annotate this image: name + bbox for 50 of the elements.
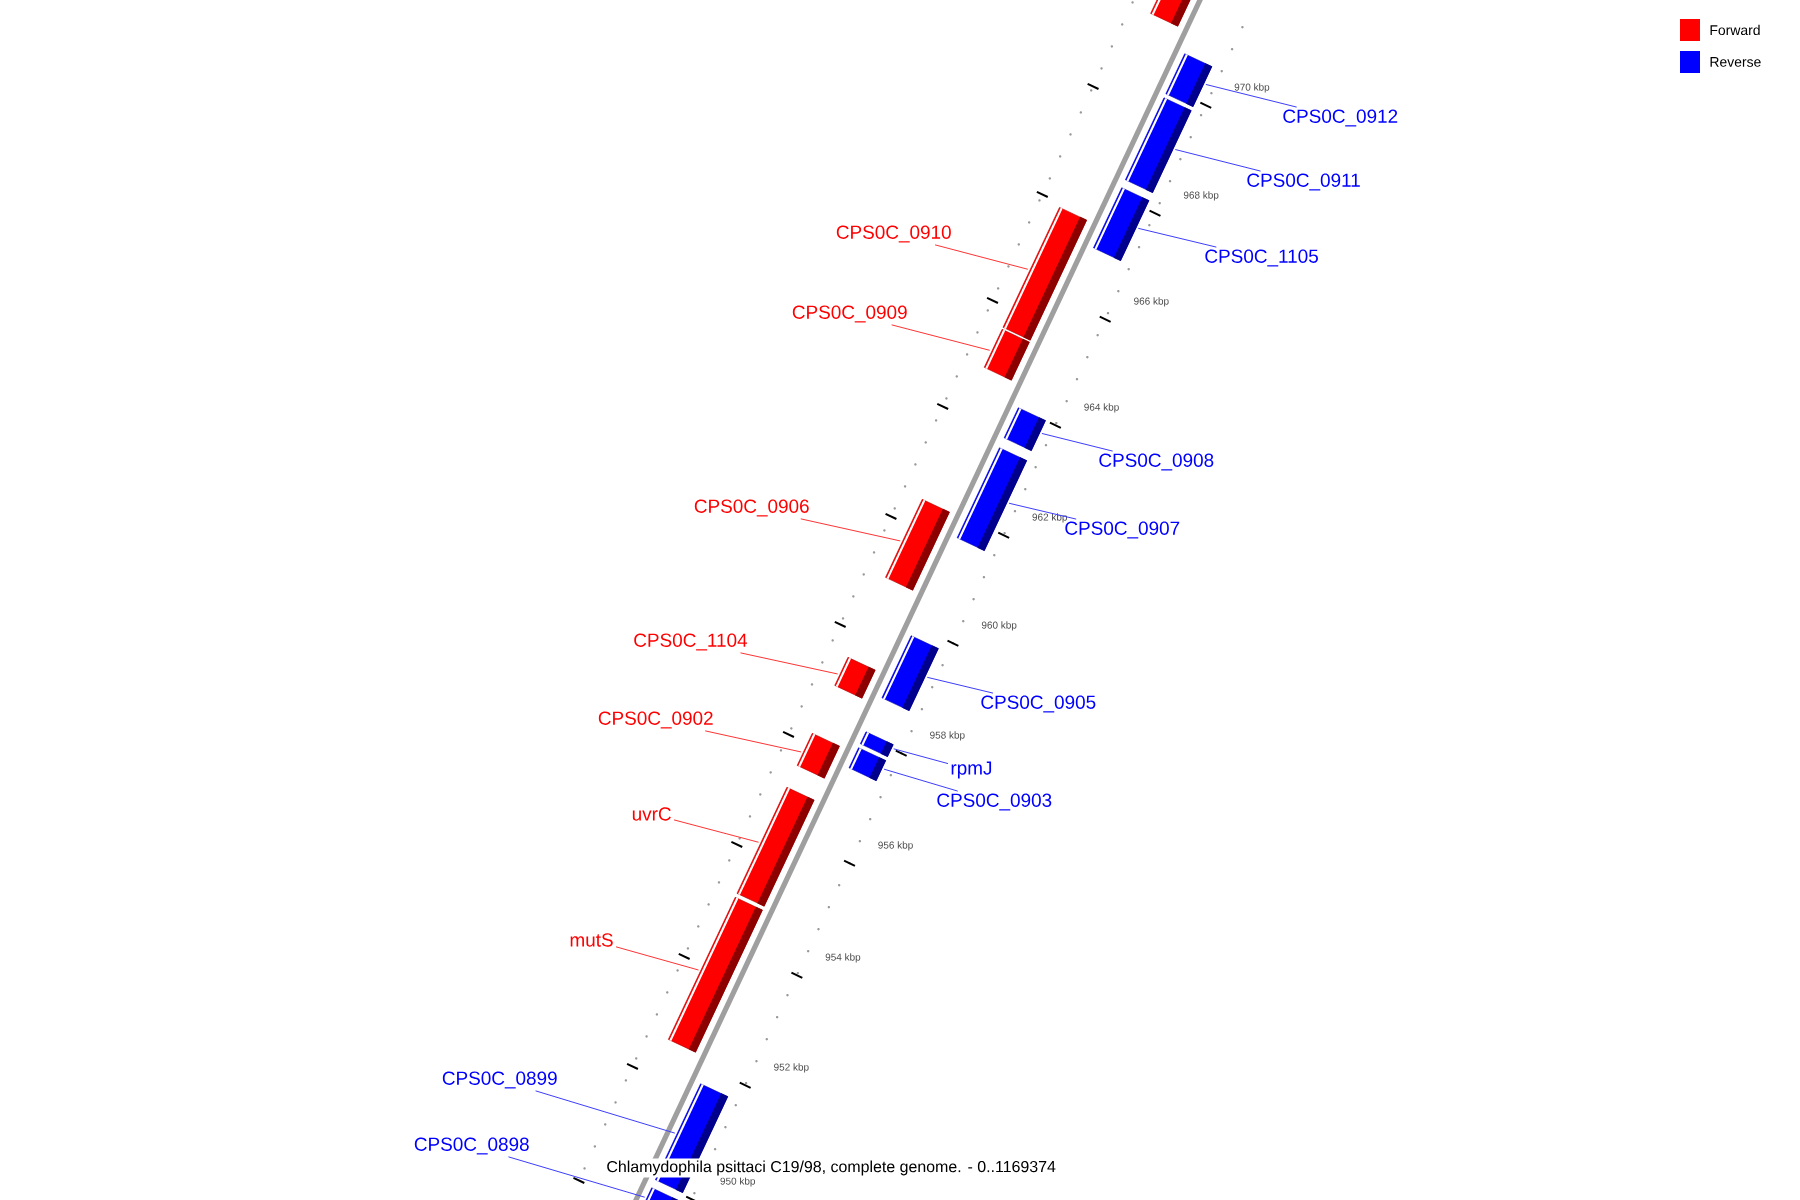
leader-line <box>1041 432 1114 452</box>
gene-label: CPS0C_0907 <box>1065 521 1180 539</box>
gene-bar <box>643 1187 680 1200</box>
gene-bar <box>956 447 1027 551</box>
gene-bar <box>1125 97 1192 193</box>
leader-line <box>535 1090 676 1134</box>
gene-label: CPS0C_0912 <box>1283 109 1398 127</box>
leader-line <box>1174 149 1262 172</box>
leader-line <box>800 518 901 542</box>
gene-bar <box>1003 407 1046 451</box>
leader-line <box>893 748 949 765</box>
leader-line <box>883 768 959 792</box>
gene-label: CPS0C_0906 <box>694 499 809 517</box>
gene-label: CPS0C_0911 <box>1247 173 1360 191</box>
gene-label: CPS0C_1105 <box>1205 249 1318 267</box>
gene-label: rpmJ <box>951 761 992 779</box>
gene-bar <box>983 329 1030 381</box>
gene-label: CPS0C_0903 <box>937 793 1052 811</box>
gene-bar <box>834 657 876 699</box>
gene-bar <box>736 787 815 907</box>
gene-bar <box>881 635 939 711</box>
gene-bar <box>668 897 763 1053</box>
leader-line <box>1205 83 1298 108</box>
gene-label: CPS0C_0905 <box>981 695 1096 713</box>
leader-line <box>704 730 802 753</box>
gene-label: CPS0C_1104 <box>634 633 748 651</box>
gene-label: CPS0C_0909 <box>792 305 907 323</box>
gene-bar <box>848 747 887 781</box>
gene-label: CPS0C_0898 <box>414 1137 529 1155</box>
leader-line <box>673 819 760 843</box>
gene-bar <box>1093 187 1150 261</box>
gene-bar <box>796 733 840 779</box>
gene-bar <box>1150 0 1193 27</box>
gene-label: CPS0C_0902 <box>598 711 713 729</box>
leader-line <box>739 652 839 675</box>
leader-line <box>934 244 1029 270</box>
gene-label: CPS0C_0910 <box>836 225 951 243</box>
leader-line <box>507 1156 646 1198</box>
leader-line <box>1008 502 1077 520</box>
gene-bar <box>885 499 950 591</box>
gene-bar <box>1165 53 1213 107</box>
gene-label: uvrC <box>632 807 671 821</box>
gene-bar <box>1002 207 1087 341</box>
gene-label: CPS0C_0908 <box>1099 453 1214 471</box>
gene-label: mutS <box>570 933 613 947</box>
gene-label: CPS0C_0899 <box>442 1071 557 1089</box>
leader-line <box>926 676 994 694</box>
leader-line <box>615 946 699 971</box>
leader-line <box>891 324 991 351</box>
leader-line <box>1137 227 1217 248</box>
